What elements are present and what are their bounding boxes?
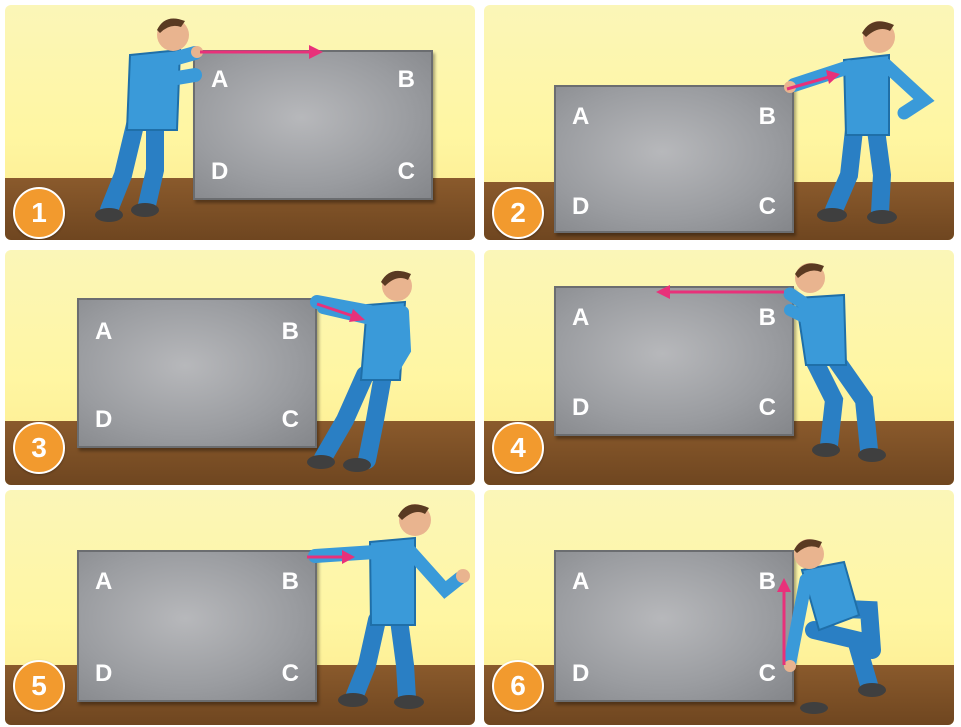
corner-label-a: A [95, 568, 113, 595]
panel-5: A B C D 5 [5, 490, 475, 725]
force-arrow [777, 578, 791, 665]
corner-label-c: C [281, 406, 299, 433]
corner-label-b: B [281, 318, 299, 345]
man-figure [307, 270, 412, 472]
corner-label-a: A [211, 66, 229, 93]
box: A B C D [554, 286, 794, 436]
man-figure [95, 18, 203, 222]
panel-4: A B C D 4 [484, 250, 954, 485]
step-number-badge: 1 [13, 187, 65, 239]
box: A B C D [77, 550, 317, 702]
panel-2-figure [784, 21, 935, 224]
corner-label-a: A [572, 568, 590, 595]
force-arrow [786, 70, 840, 91]
corner-label-c: C [758, 660, 776, 687]
corner-label-b: B [758, 304, 776, 331]
force-arrow [316, 302, 365, 322]
force-arrow [200, 45, 323, 59]
step-number-badge: 5 [13, 660, 65, 712]
force-arrow [307, 550, 355, 564]
corner-label-c: C [758, 193, 776, 220]
man-figure [308, 504, 470, 709]
panel-1: A B C D [5, 5, 475, 240]
corner-label-a: A [572, 103, 590, 130]
corner-label-c: C [397, 158, 415, 185]
step-number-badge: 2 [492, 187, 544, 239]
panel-1-figure [95, 18, 323, 222]
panel-6: A B C D 6 [484, 490, 954, 725]
corner-label-d: D [572, 193, 590, 220]
corner-label-b: B [281, 568, 299, 595]
panel-2: A B C D 2 [484, 5, 954, 240]
panel-4-figure [656, 263, 886, 462]
corner-label-d: D [95, 406, 113, 433]
corner-label-c: C [281, 660, 299, 687]
panel-3-figure [307, 270, 412, 472]
panel-6-figure [777, 539, 886, 714]
corner-label-d: D [572, 660, 590, 687]
man-figure [784, 21, 935, 224]
corner-label-d: D [95, 660, 113, 687]
box: A B C D [193, 50, 433, 200]
step-number-badge: 3 [13, 422, 65, 474]
corner-label-b: B [758, 568, 776, 595]
corner-label-c: C [758, 394, 776, 421]
panel-3: A B C D 3 [5, 250, 475, 485]
corner-label-b: B [758, 103, 776, 130]
corner-label-d: D [211, 158, 229, 185]
corner-label-b: B [397, 66, 415, 93]
panel-5-figure [307, 504, 470, 709]
box: A B C D [554, 85, 794, 233]
box: A B C D [554, 550, 794, 702]
box: A B C D [77, 298, 317, 448]
step-number-badge: 6 [492, 660, 544, 712]
corner-label-a: A [95, 318, 113, 345]
man-figure [783, 539, 886, 714]
corner-label-a: A [572, 304, 590, 331]
corner-label-d: D [572, 394, 590, 421]
step-number-badge: 4 [492, 422, 544, 474]
force-arrow [656, 285, 784, 299]
man-figure [783, 263, 886, 462]
